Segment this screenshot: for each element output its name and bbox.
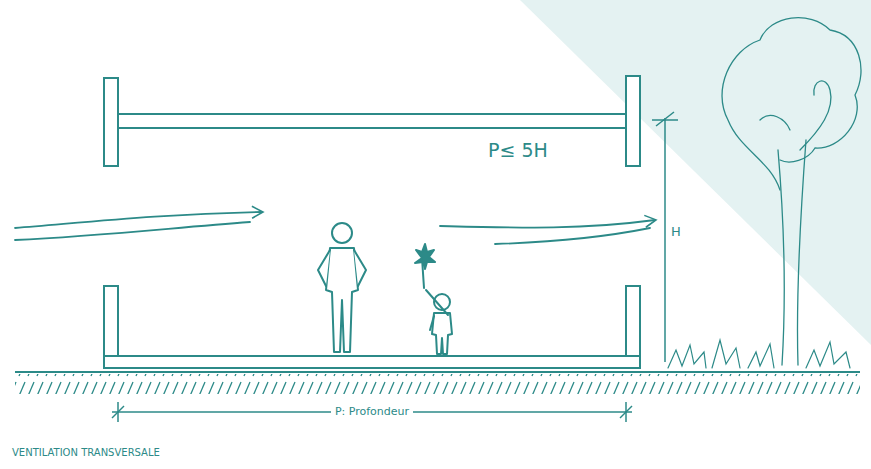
tree (722, 18, 861, 365)
wind-arrows (15, 212, 655, 244)
ground-hatching (15, 374, 860, 394)
height-label: H (671, 225, 681, 239)
building-section (104, 76, 640, 368)
depth-dimension (112, 402, 632, 422)
adult-figure (318, 223, 366, 352)
grass (668, 340, 850, 368)
depth-label: P: Profondeur (331, 406, 413, 418)
child-figure (415, 244, 452, 354)
ratio-label: P≤ 5H (488, 140, 548, 161)
light-wedge (520, 0, 871, 345)
caption: VENTILATION TRANSVERSALE (12, 447, 160, 458)
ground-line (15, 371, 860, 373)
